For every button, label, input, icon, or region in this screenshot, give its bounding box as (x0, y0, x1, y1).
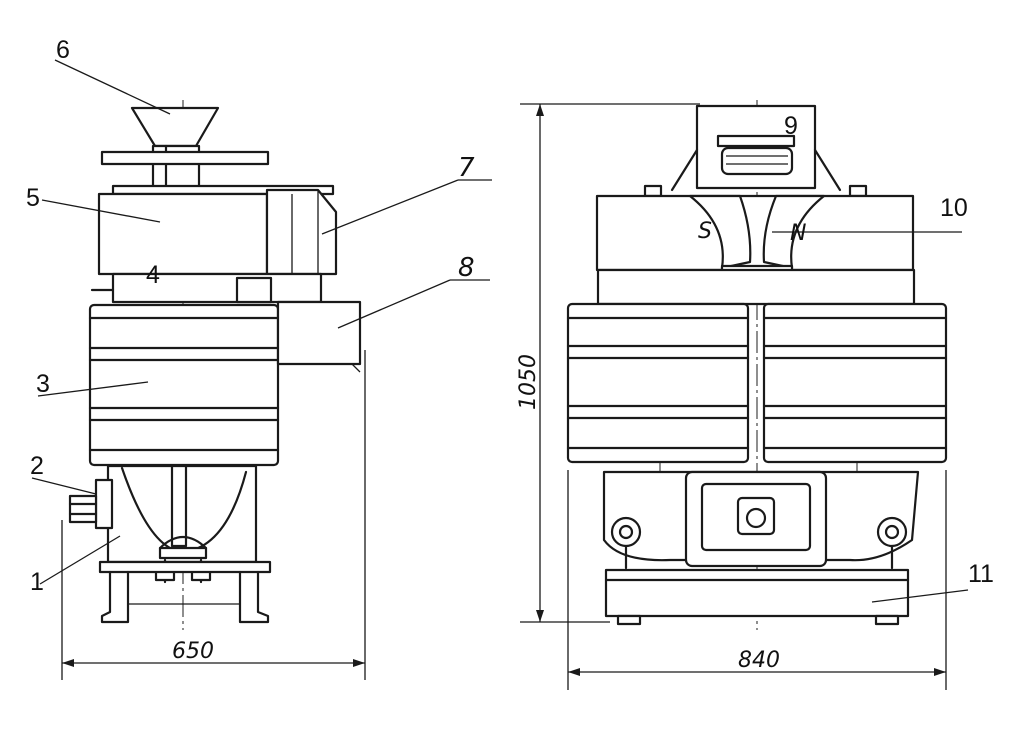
dimension-650: 650 (61, 350, 366, 680)
callout-8: 8 (458, 253, 475, 283)
lower-housing-front (602, 470, 920, 570)
dimension-840: 840 (567, 470, 947, 690)
callout-4: 4 (146, 261, 160, 289)
pole-north-label: N (790, 221, 806, 246)
dimension-1050-label: 1050 (516, 354, 541, 410)
coil (88, 303, 280, 467)
callout-5: 5 (26, 184, 40, 212)
pole-south-label: S (698, 219, 712, 244)
front-view: 840 1050 (516, 100, 969, 690)
callout-9: 9 (784, 112, 798, 140)
magnet-core (595, 194, 915, 278)
callout-1: 1 (30, 568, 44, 596)
side-view: 650 (31, 59, 492, 680)
mid-band (90, 272, 323, 304)
leader-lines-left (31, 59, 492, 585)
lower-housing (68, 464, 258, 584)
leader-lines-right (772, 231, 969, 603)
upper-block (97, 184, 338, 276)
callout-10: 10 (940, 194, 968, 222)
callout-7: 7 (458, 153, 475, 183)
top-housing (643, 104, 868, 198)
callout-3: 3 (36, 370, 50, 398)
callout-11: 11 (968, 560, 994, 588)
callout-6: 6 (56, 36, 70, 64)
base-frame (98, 560, 272, 624)
base-plate (604, 568, 910, 626)
dimension-840-label: 840 (738, 648, 780, 673)
right-coil (762, 302, 948, 464)
side-box (276, 300, 362, 373)
hopper (100, 106, 270, 194)
upper-ring (596, 268, 916, 306)
dimension-1050: 1050 (516, 103, 700, 623)
left-coil (566, 302, 750, 464)
dimension-650-label: 650 (172, 639, 214, 664)
callout-2: 2 (30, 452, 44, 480)
